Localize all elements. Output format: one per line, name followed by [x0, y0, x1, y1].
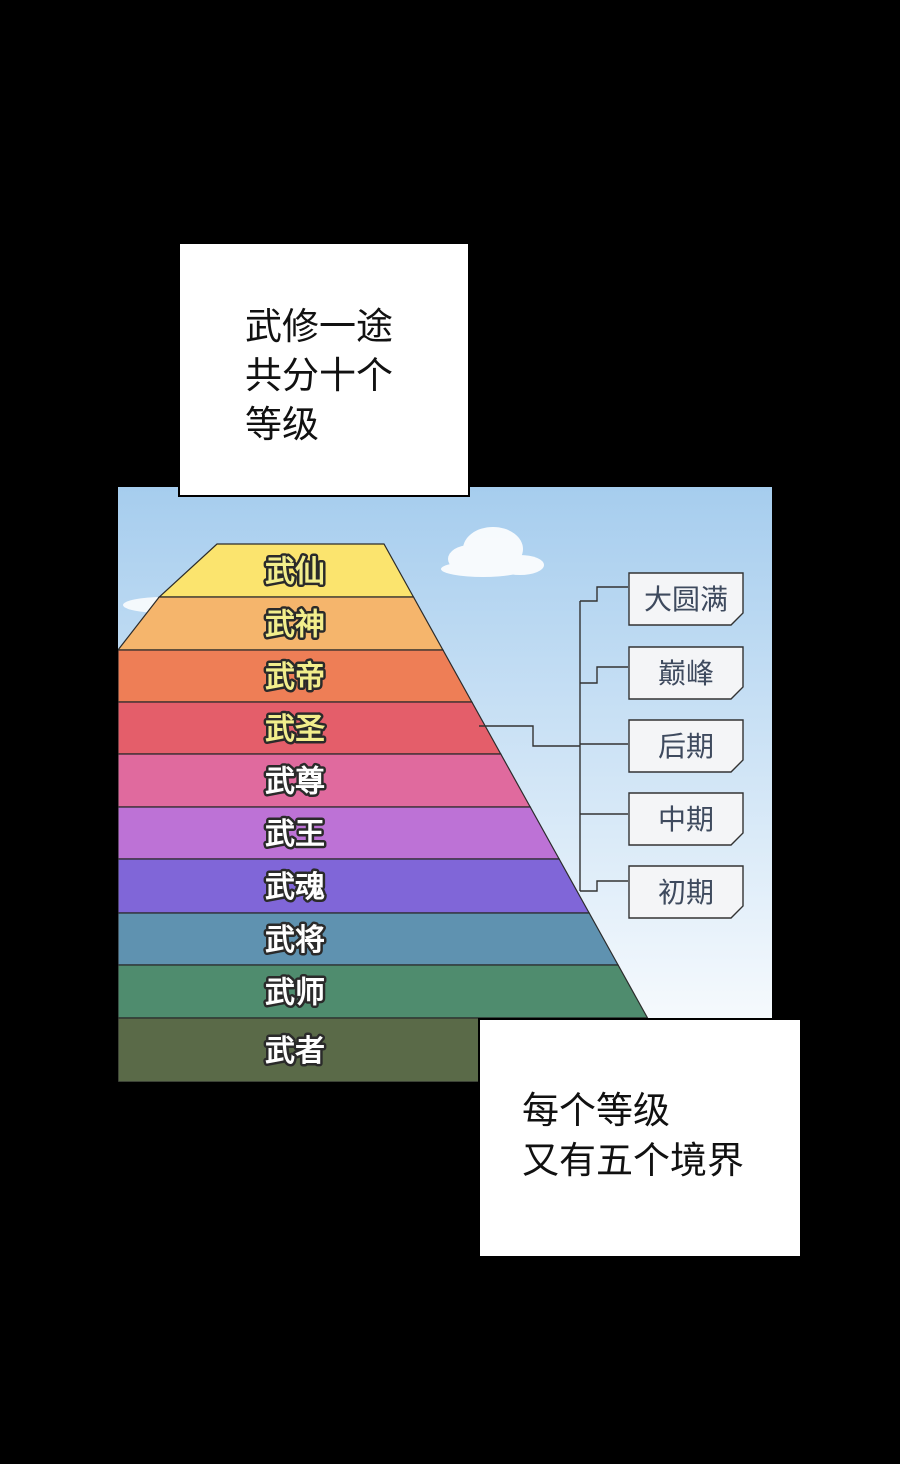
stage-label: 后期 — [658, 730, 714, 763]
stage-label: 初期 — [658, 876, 714, 909]
level-label: 武将 — [265, 923, 325, 958]
stage-box — [628, 572, 744, 626]
level-label: 武王 — [265, 817, 325, 852]
level-label: 武仙 — [265, 555, 325, 590]
stage-bracket — [479, 586, 628, 892]
level-label: 武帝 — [265, 660, 325, 695]
caption-line: 共分十个 — [245, 354, 393, 397]
cloud-right — [441, 527, 544, 577]
level-band — [118, 964, 649, 1019]
level-band — [118, 806, 561, 860]
stage-label: 中期 — [658, 803, 714, 836]
level-label: 武圣 — [265, 712, 326, 747]
stage-box — [628, 646, 744, 700]
stage-label: 巅峰 — [658, 657, 714, 690]
level-label: 武魂 — [265, 870, 325, 905]
stage-box — [628, 792, 744, 846]
stage-label: 大圆满 — [644, 583, 728, 616]
level-label: 武神 — [265, 608, 325, 643]
level-label: 武尊 — [265, 765, 325, 800]
level-band — [118, 912, 620, 966]
caption-line: 每个等级 — [522, 1089, 670, 1132]
stage-box — [628, 865, 744, 919]
level-label: 武者 — [265, 1034, 325, 1069]
caption-line: 等级 — [245, 403, 319, 446]
caption-line: 武修一途 — [245, 305, 393, 348]
caption-line: 又有五个境界 — [522, 1139, 744, 1182]
stage-box — [628, 719, 744, 773]
level-label: 武师 — [265, 976, 325, 1011]
pyramid-diagram-panel: 武仙武神武帝武圣武尊武王武魂武将武师武者 大圆满巅峰后期中期初期 — [118, 487, 772, 1082]
caption-top: 武修一途 共分十个 等级 — [178, 242, 470, 497]
caption-bottom: 每个等级 又有五个境界 — [478, 1018, 802, 1258]
level-band — [118, 858, 591, 914]
